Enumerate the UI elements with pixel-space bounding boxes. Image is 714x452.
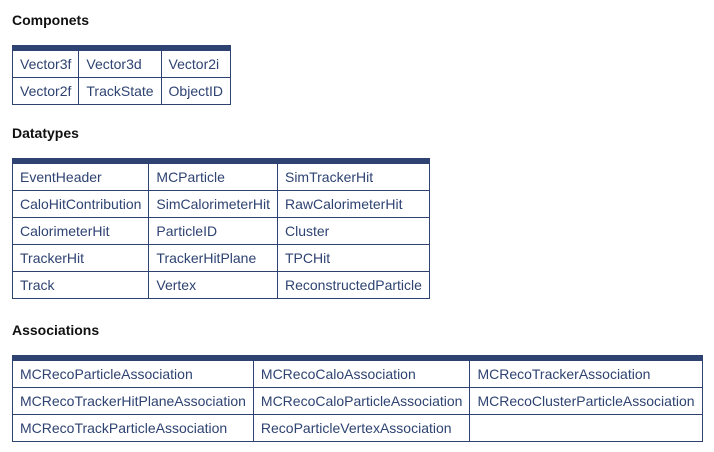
table-cell: ReconstructedParticle [276, 271, 430, 299]
table-cell: RecoParticleVertexAssociation [252, 414, 471, 442]
table-row: Track Vertex ReconstructedParticle [11, 271, 430, 299]
table-cell: TrackState [78, 77, 162, 105]
table-cell: MCRecoCaloParticleAssociation [252, 387, 471, 415]
table-row: MCRecoTrackerHitPlaneAssociation MCRecoC… [12, 387, 703, 415]
section-title-associations: Associations [12, 322, 100, 338]
table-cell: MCRecoCaloAssociation [252, 357, 471, 388]
table-cell: TrackerHit [11, 244, 150, 272]
table-cell: MCRecoTrackerHitPlaneAssociation [12, 387, 254, 415]
table-cell: MCRecoClusterParticleAssociation [469, 387, 703, 415]
table-cell: Vertex [148, 271, 278, 299]
table-cell: MCParticle [148, 160, 278, 191]
table-row: CaloHitContribution SimCalorimeterHit Ra… [11, 190, 430, 218]
table-cell: SimTrackerHit [276, 160, 430, 191]
table-cell: TrackerHitPlane [148, 244, 278, 272]
table-cell: MCRecoTrackerAssociation [469, 357, 703, 388]
section-title-datatypes: Datatypes [12, 125, 79, 141]
table-cell: Track [11, 271, 150, 299]
table-cell: SimCalorimeterHit [148, 190, 278, 218]
associations-table: MCRecoParticleAssociation MCRecoCaloAsso… [12, 355, 703, 442]
table-cell: TPCHit [276, 244, 430, 272]
table-row: Vector2f TrackState ObjectID [11, 77, 232, 105]
table-cell: CalorimeterHit [11, 217, 150, 245]
table-row: TrackerHit TrackerHitPlane TPCHit [11, 244, 430, 272]
table-row: Vector3f Vector3d Vector2i [11, 47, 232, 78]
table-row: MCRecoParticleAssociation MCRecoCaloAsso… [12, 357, 703, 388]
table-cell: RawCalorimeterHit [276, 190, 430, 218]
componets-table: Vector3f Vector3d Vector2i Vector2f Trac… [11, 45, 232, 105]
table-row: CalorimeterHit ParticleID Cluster [11, 217, 430, 245]
table-cell: ObjectID [160, 77, 232, 105]
table-row: EventHeader MCParticle SimTrackerHit [11, 160, 430, 191]
table-cell: Vector2i [160, 47, 232, 78]
table-cell: Vector3d [78, 47, 162, 78]
table-cell: MCRecoTrackParticleAssociation [12, 414, 254, 442]
table-cell: ParticleID [148, 217, 278, 245]
datatypes-table: EventHeader MCParticle SimTrackerHit Cal… [11, 158, 430, 299]
table-row: MCRecoTrackParticleAssociation RecoParti… [12, 414, 703, 442]
table-cell: Cluster [276, 217, 430, 245]
table-cell: EventHeader [11, 160, 150, 191]
table-cell: Vector3f [11, 47, 80, 78]
table-cell: CaloHitContribution [11, 190, 150, 218]
table-cell [469, 414, 703, 442]
section-title-componets: Componets [12, 12, 89, 28]
table-cell: MCRecoParticleAssociation [12, 357, 254, 388]
table-cell: Vector2f [11, 77, 80, 105]
